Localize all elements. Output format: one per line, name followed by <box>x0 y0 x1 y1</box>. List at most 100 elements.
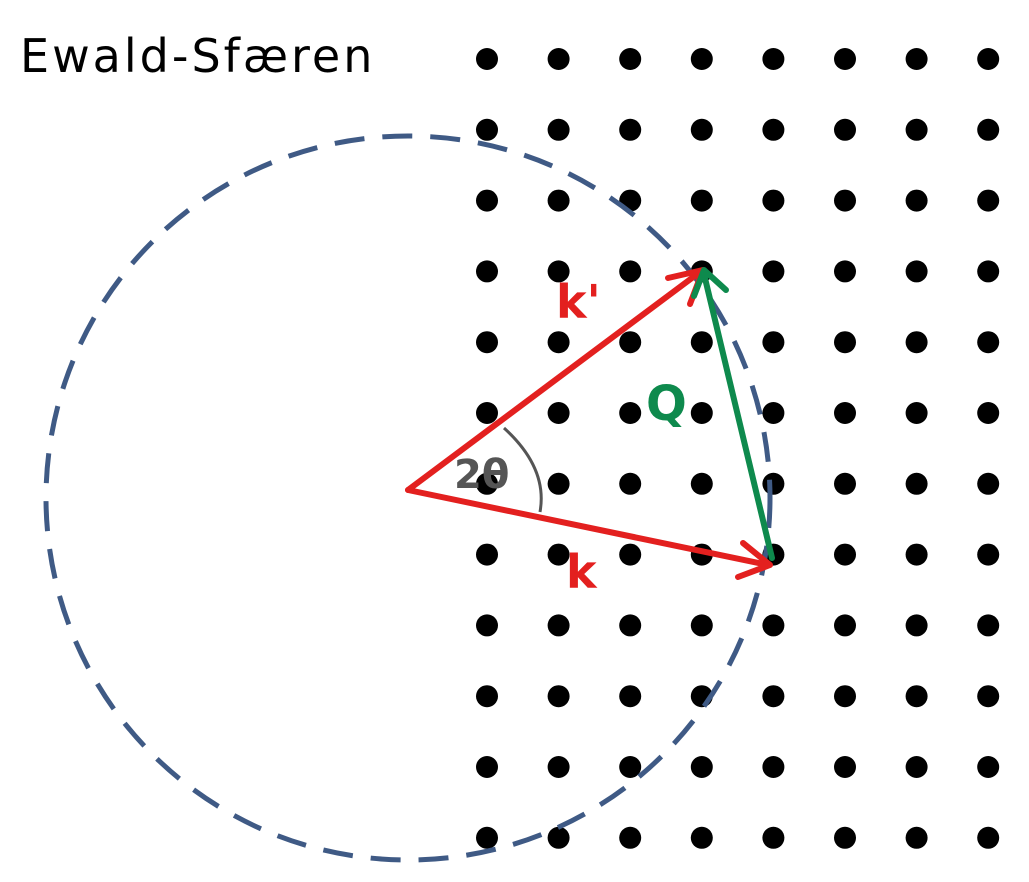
lattice-point <box>619 826 642 849</box>
lattice-point <box>905 189 928 212</box>
lattice-point <box>834 189 856 212</box>
lattice-point <box>834 260 856 283</box>
lattice-point <box>834 685 856 708</box>
lattice-point <box>476 118 498 141</box>
lattice-point <box>619 685 642 708</box>
lattice-point <box>762 118 785 141</box>
k-vector <box>405 487 771 568</box>
lattice-point <box>690 48 713 70</box>
lattice-point <box>905 118 928 141</box>
lattice-point <box>619 118 642 141</box>
lattice-point <box>476 331 498 354</box>
lattice-point <box>762 756 785 778</box>
lattice-point <box>690 472 713 495</box>
lattice-point <box>762 331 785 354</box>
lattice-point <box>619 331 642 354</box>
lattice-point <box>762 48 785 70</box>
lattice-point <box>476 685 498 708</box>
lattice-point <box>619 472 642 495</box>
lattice-point <box>905 472 928 495</box>
lattice-point <box>547 118 570 141</box>
lattice-point <box>476 402 498 424</box>
lattice-point <box>762 402 785 424</box>
k-prime-vector <box>405 269 703 493</box>
lattice-point <box>476 48 498 70</box>
lattice-point <box>977 260 1000 283</box>
lattice-point <box>547 48 570 70</box>
lattice-point <box>977 826 1000 849</box>
q-vector <box>701 271 775 561</box>
lattice-point <box>905 543 928 566</box>
lattice-point <box>476 826 498 849</box>
q-arrowhead <box>691 267 729 299</box>
lattice-point <box>977 543 1000 566</box>
lattice-point <box>762 189 785 212</box>
reciprocal-lattice <box>476 48 1000 849</box>
angle-arc <box>502 426 543 513</box>
lattice-point <box>476 543 498 566</box>
ewald-circle <box>43 133 773 863</box>
angle-label: 2θ <box>454 452 509 498</box>
lattice-point <box>762 826 785 849</box>
lattice-point <box>905 260 928 283</box>
lattice-point <box>476 756 498 778</box>
lattice-point <box>619 402 642 424</box>
q-label: Q <box>646 376 687 432</box>
lattice-point <box>834 48 856 70</box>
lattice-point <box>977 685 1000 708</box>
lattice-point <box>547 685 570 708</box>
lattice-point <box>690 402 713 424</box>
lattice-point <box>690 826 713 849</box>
lattice-point <box>476 189 498 212</box>
lattice-point <box>547 614 570 637</box>
lattice-point <box>619 614 642 637</box>
lattice-point <box>762 260 785 283</box>
lattice-point <box>977 118 1000 141</box>
lattice-point <box>834 472 856 495</box>
lattice-point <box>905 402 928 424</box>
lattice-point <box>905 48 928 70</box>
lattice-point <box>905 331 928 354</box>
lattice-point <box>476 260 498 283</box>
lattice-point <box>690 118 713 141</box>
lattice-point <box>547 260 570 283</box>
lattice-point <box>834 614 856 637</box>
lattice-point <box>905 826 928 849</box>
lattice-point <box>619 48 642 70</box>
k-prime-label: k' <box>556 275 601 329</box>
diagram-title: Ewald-Sfæren <box>20 29 375 83</box>
lattice-point <box>834 756 856 778</box>
lattice-point <box>547 189 570 212</box>
lattice-point <box>547 543 570 566</box>
lattice-point <box>547 331 570 354</box>
lattice-point <box>905 614 928 637</box>
lattice-point <box>547 402 570 424</box>
lattice-point <box>690 756 713 778</box>
lattice-point <box>834 118 856 141</box>
lattice-point <box>834 402 856 424</box>
lattice-point <box>619 543 642 566</box>
lattice-point <box>547 756 570 778</box>
lattice-point <box>977 756 1000 778</box>
lattice-point <box>762 614 785 637</box>
lattice-point <box>977 331 1000 354</box>
lattice-point <box>762 685 785 708</box>
lattice-point <box>905 756 928 778</box>
lattice-point <box>476 472 498 495</box>
k-arrowhead <box>735 540 773 580</box>
lattice-point <box>977 614 1000 637</box>
lattice-point <box>762 472 785 495</box>
lattice-point <box>547 826 570 849</box>
lattice-point <box>619 756 642 778</box>
lattice-point <box>690 189 713 212</box>
lattice-point <box>977 48 1000 70</box>
lattice-point <box>977 402 1000 424</box>
lattice-point <box>834 826 856 849</box>
lattice-point <box>977 189 1000 212</box>
lattice-point <box>547 472 570 495</box>
lattice-point <box>476 614 498 637</box>
lattice-point <box>834 543 856 566</box>
lattice-point <box>690 614 713 637</box>
lattice-point <box>905 685 928 708</box>
